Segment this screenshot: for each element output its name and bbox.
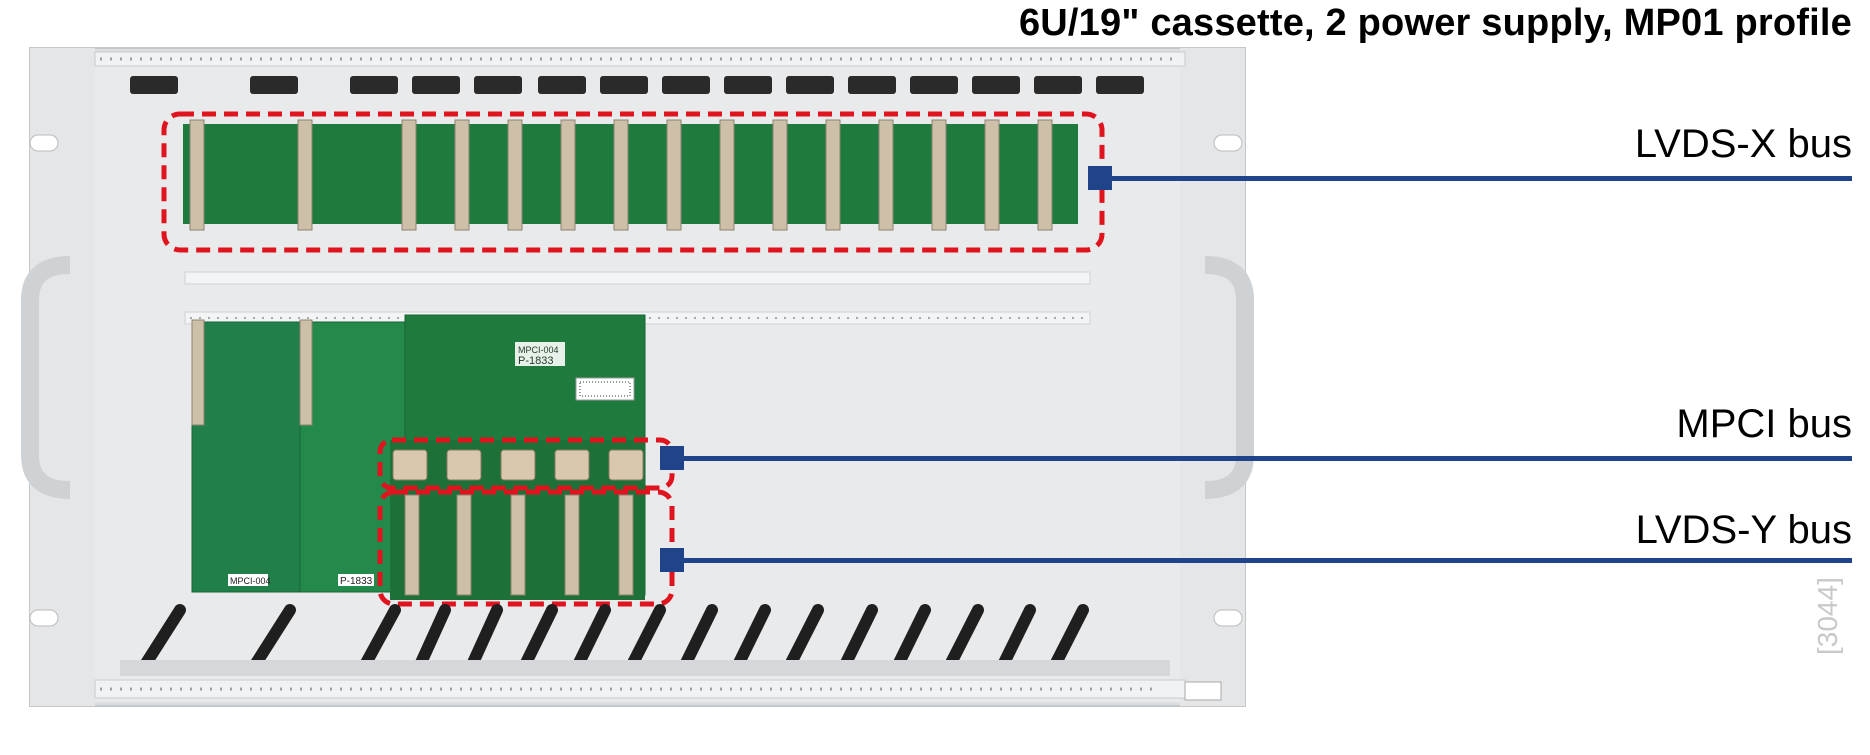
mpci-bus-label: MPCI bus <box>1676 402 1852 446</box>
lvds-x-connectors <box>189 119 1053 231</box>
middle-rail-upper <box>184 271 1091 285</box>
bottom-card-guides <box>139 604 1089 671</box>
left-mounting-ear <box>30 48 95 706</box>
lvds-x-bus-label: LVDS-X bus <box>1634 122 1852 166</box>
serial-sticker <box>1184 681 1222 701</box>
label-sticker-bottom-2 <box>338 574 374 586</box>
barcode-sticker <box>575 377 635 401</box>
photo-code: [3044] <box>1812 577 1843 655</box>
label-sticker-mpci <box>515 342 565 366</box>
lvds-x-highlight <box>161 111 1105 253</box>
connector-left-1 <box>191 319 205 426</box>
lvds-y-callout-line <box>672 558 1852 563</box>
connector-left-2 <box>299 319 313 426</box>
lvds-x-backplane <box>183 124 1078 224</box>
mpci-connectors <box>392 449 644 481</box>
board-label-p-bottom: P-1833 <box>340 576 373 587</box>
lvds-x-callout-line <box>1100 176 1852 181</box>
lvds-y-connectors <box>404 494 634 596</box>
mpci-callout-line <box>672 456 1852 461</box>
label-sticker-bottom-1 <box>228 574 268 586</box>
board-label-p-top: P-1833 <box>518 355 553 367</box>
lvds-y-bus-label: LVDS-Y bus <box>1635 508 1852 552</box>
left-handle <box>21 256 71 499</box>
bottom-tray <box>120 660 1170 676</box>
top-card-guides <box>130 76 1144 94</box>
page-title: 6U/19" cassette, 2 power supply, MP01 pr… <box>1018 2 1852 44</box>
board-label-mpci-top: MPCI-004 <box>518 345 559 355</box>
lvds-y-highlight <box>377 489 675 607</box>
right-handle <box>1204 256 1254 499</box>
board-label-mpci-bottom: MPCI-004 <box>230 576 271 586</box>
right-mounting-ear <box>1180 48 1245 706</box>
